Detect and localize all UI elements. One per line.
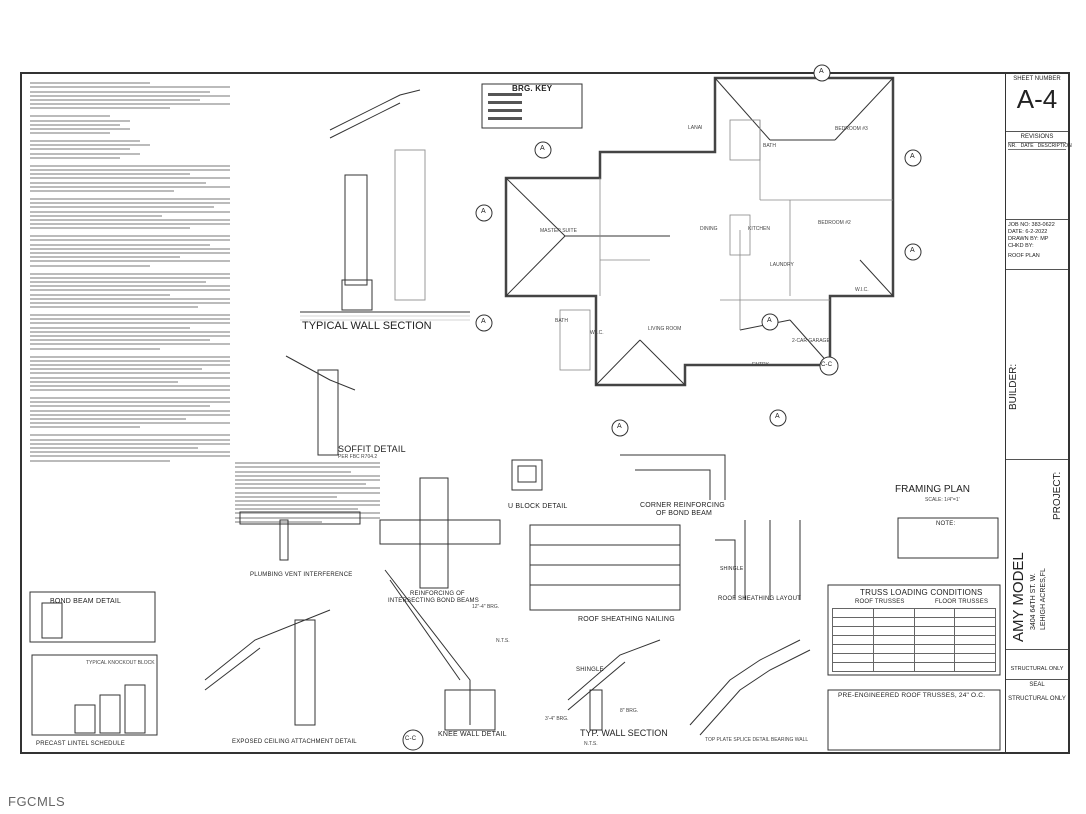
precast-lintel-schedule-title: PRECAST LINTEL SCHEDULE bbox=[36, 741, 125, 747]
general-notes-column-2 bbox=[235, 460, 380, 525]
callout-cc-2: C-C bbox=[405, 736, 417, 742]
seal-label: SEAL bbox=[1029, 682, 1045, 688]
job-date: DATE: 6-2-2022 bbox=[1008, 229, 1048, 235]
intersecting-bond-beams-subtitle: INTERSECTING BOND BEAMS bbox=[388, 598, 479, 604]
model-name: AMY MODEL bbox=[1010, 552, 1027, 642]
callout-a-1: A bbox=[540, 145, 545, 152]
callout-a-6: A bbox=[910, 153, 915, 160]
callout-a-8: A bbox=[767, 317, 772, 324]
exposed-ceiling-title: EXPOSED CEILING ATTACHMENT DETAIL bbox=[232, 739, 357, 745]
room-bath-2: BATH bbox=[555, 318, 568, 324]
room-entry: ENTRY bbox=[752, 362, 769, 368]
checked-by: CHKD BY: bbox=[1008, 243, 1034, 249]
rev-col-nr: NR. bbox=[1008, 143, 1017, 149]
u-block-detail-title: U BLOCK DETAIL bbox=[508, 503, 568, 510]
room-lanai: LANAI bbox=[688, 125, 703, 131]
floor-trusses-header: FLOOR TRUSSES bbox=[935, 599, 989, 605]
bond-beam-detail-title: BOND BEAM DETAIL bbox=[50, 598, 122, 605]
room-2-car-garage: 2-CAR GARAGE bbox=[792, 338, 830, 344]
revisions-header-row: NR. DATE DESCRIPTION bbox=[1008, 142, 1072, 150]
shingle-label-2: SHINGLE bbox=[720, 566, 744, 572]
room-wic-1: W.I.C. bbox=[855, 287, 869, 293]
room-dining: DINING bbox=[700, 226, 718, 232]
truss-loading-title: TRUSS LOADING CONDITIONS bbox=[860, 588, 983, 597]
room-bedroom-3: BEDROOM #3 bbox=[835, 126, 868, 132]
room-bedroom-2: BEDROOM #2 bbox=[818, 220, 851, 226]
roof-sheathing-layout-title: ROOF SHEATHING LAYOUT bbox=[718, 596, 801, 602]
project-cell: AMY MODEL 3404 64TH ST. W. LEHIGH ACRES,… bbox=[1006, 460, 1068, 650]
sheet-title: ROOF PLAN bbox=[1008, 253, 1040, 259]
roof-sheathing-nts: N.T.S. bbox=[496, 638, 510, 644]
revisions-cell: REVISIONS NR. DATE DESCRIPTION bbox=[1006, 132, 1072, 220]
sheet-number-cell: SHEET NUMBER A-4 bbox=[1006, 74, 1068, 132]
callout-a-3: A bbox=[481, 318, 486, 325]
structural-only-2: STRUCTURAL ONLY bbox=[1008, 696, 1066, 702]
top-plate-splice-title: TOP PLATE SPLICE DETAIL BEARING WALL bbox=[705, 737, 809, 743]
address-line-1: 3404 64TH ST. W. bbox=[1030, 573, 1037, 630]
room-master-suite: MASTER SUITE bbox=[540, 228, 577, 234]
drawn-by: DRAWN BY: MP bbox=[1008, 236, 1049, 242]
roof-trusses-header: ROOF TRUSSES bbox=[855, 599, 905, 605]
dim-12-4-brg: 12"-4" BRG. bbox=[472, 604, 500, 610]
seal-cell: SEAL STRUCTURAL ONLY bbox=[1006, 680, 1068, 750]
typ-wall-section-nts: N.T.S. bbox=[584, 741, 598, 747]
truss-loading-table bbox=[832, 608, 996, 672]
general-notes-column bbox=[30, 80, 230, 464]
rev-col-description: DESCRIPTION bbox=[1037, 143, 1072, 149]
job-info-cell: JOB NO: 383-0622 DATE: 6-2-2022 DRAWN BY… bbox=[1006, 220, 1068, 270]
drawing-sheet-border bbox=[20, 72, 1070, 754]
room-laundry: LAUNDRY bbox=[770, 262, 794, 268]
dim-8-brg: 8" BRG. bbox=[620, 708, 639, 714]
project-label: PROJECT: bbox=[1052, 471, 1063, 520]
room-kitchen: KITCHEN bbox=[748, 226, 770, 232]
plumbing-vent-title: PLUMBING VENT INTERFERENCE bbox=[250, 572, 353, 578]
job-no: JOB NO: 383-0622 bbox=[1008, 222, 1055, 228]
sheet-number: A-4 bbox=[1016, 84, 1058, 114]
framing-plan-scale: SCALE: 1/4"=1' bbox=[925, 497, 960, 503]
framing-plan-title: FRAMING PLAN bbox=[895, 484, 971, 495]
corner-reinforcing-title: CORNER REINFORCING bbox=[640, 502, 725, 509]
callout-cc-1: C-C bbox=[821, 362, 833, 368]
shingle-label: SHINGLE bbox=[576, 667, 604, 673]
pre-engineered-trusses-title: PRE-ENGINEERED ROOF TRUSSES, 24" O.C. bbox=[838, 692, 986, 699]
note-label: NOTE: bbox=[936, 521, 956, 527]
brg-key-title: BRG. KEY bbox=[512, 84, 553, 93]
sheet-number-label: SHEET NUMBER bbox=[1013, 76, 1061, 82]
typ-wall-section-title: TYP. WALL SECTION bbox=[580, 728, 668, 738]
knockout-block-title: TYPICAL KNOCKOUT BLOCK bbox=[86, 660, 155, 666]
roof-sheathing-nailing-title: ROOF SHEATHING NAILING bbox=[578, 616, 675, 623]
soffit-detail-title: SOFFIT DETAIL bbox=[338, 444, 406, 454]
room-bath-1: BATH bbox=[763, 143, 776, 149]
title-block: SHEET NUMBER A-4 REVISIONS NR. DATE DESC… bbox=[1005, 74, 1072, 752]
callout-a-7: A bbox=[910, 247, 915, 254]
knee-wall-detail-title: KNEE WALL DETAIL bbox=[438, 731, 507, 738]
callout-a-2: A bbox=[481, 208, 486, 215]
soffit-detail-subtitle: PER FBC R704.2 bbox=[338, 454, 378, 460]
structural-only-1: STRUCTURAL ONLY bbox=[1010, 666, 1064, 672]
typical-wall-section-title: TYPICAL WALL SECTION bbox=[302, 320, 432, 332]
mls-watermark: FGCMLS bbox=[8, 794, 66, 809]
callout-a-5: A bbox=[819, 68, 824, 75]
dim-3-4-brg: 3'-4" BRG. bbox=[545, 716, 569, 722]
callout-a-4: A bbox=[617, 423, 622, 430]
corner-reinforcing-subtitle: OF BOND BEAM bbox=[656, 510, 713, 517]
builder-cell: BUILDER: bbox=[1006, 270, 1068, 460]
room-living-room: LIVING ROOM bbox=[648, 326, 682, 332]
builder-label: BUILDER: bbox=[1008, 363, 1019, 410]
callout-a-9: A bbox=[775, 413, 780, 420]
revisions-label: REVISIONS bbox=[1020, 134, 1054, 140]
rev-col-date: DATE bbox=[1020, 143, 1034, 149]
room-wic-2: W.I.C. bbox=[590, 330, 604, 336]
address-line-2: LEHIGH ACRES,FL bbox=[1040, 568, 1047, 630]
structural-only-cell: STRUCTURAL ONLY bbox=[1006, 650, 1068, 680]
intersecting-bond-beams-title: REINFORCING OF bbox=[410, 591, 465, 597]
